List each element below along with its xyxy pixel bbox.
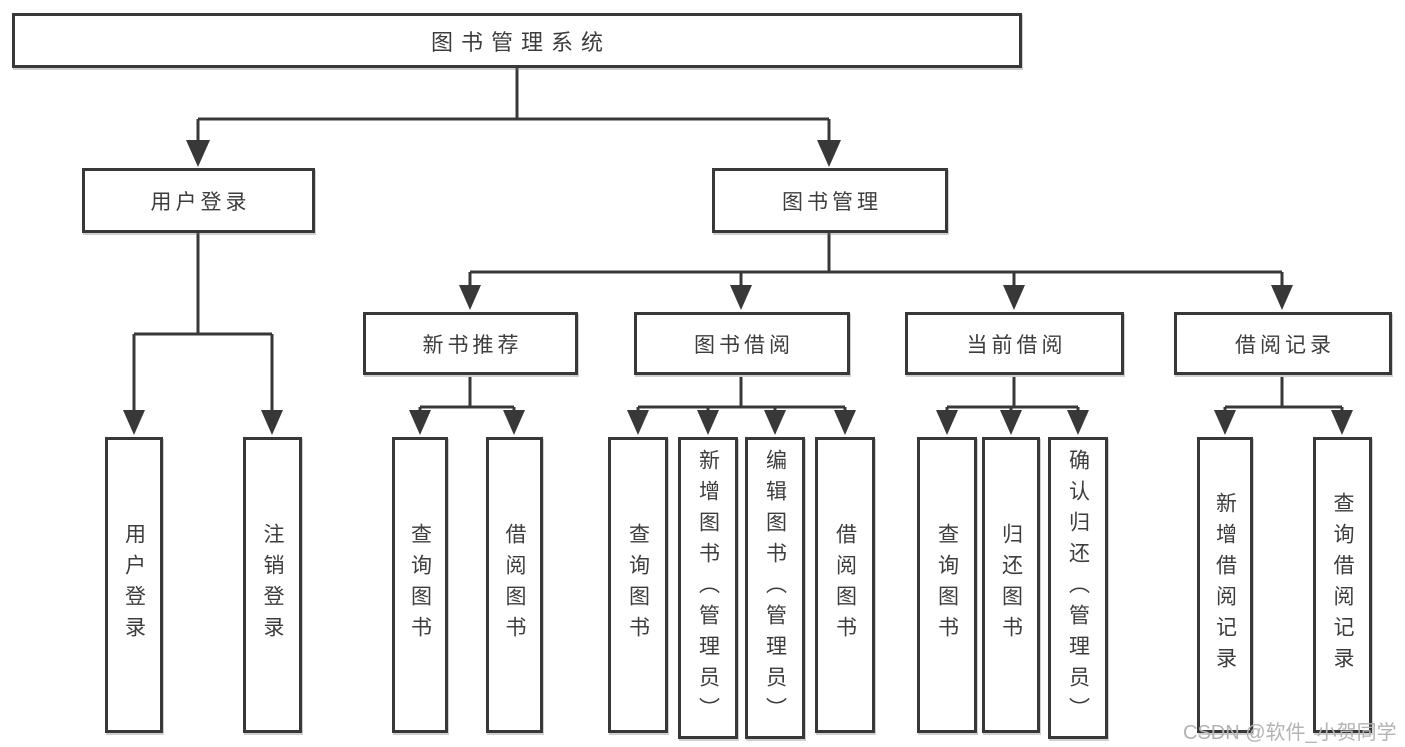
node-new-book-recommendation: 新书推荐	[363, 312, 578, 375]
leaf-confirm-return-admin: 确认归还（管理员）	[1048, 437, 1108, 739]
node-borrowing-records: 借阅记录	[1174, 312, 1392, 375]
leaf-query-books-recommend: 查询图书	[392, 437, 448, 733]
leaf-borrow-books-recommend: 借阅图书	[486, 437, 543, 733]
node-library-management-system: 图书管理系统	[12, 13, 1022, 68]
watermark: CSDN @软件_小贺同学	[1183, 722, 1397, 744]
leaf-query-borrowing-record: 查询借阅记录	[1313, 437, 1372, 733]
node-current-borrowing: 当前借阅	[905, 312, 1124, 375]
leaf-add-borrowing-record: 新增借阅记录	[1197, 437, 1253, 733]
node-book-management: 图书管理	[712, 168, 948, 233]
leaf-add-books-admin: 新增图书（管理员）	[678, 437, 738, 739]
leaf-borrow-books-borrowing: 借阅图书	[815, 437, 875, 733]
node-book-borrowing: 图书借阅	[634, 312, 850, 375]
arrowheads	[123, 140, 1353, 435]
leaf-return-books: 归还图书	[982, 437, 1040, 733]
leaf-query-books-borrowing: 查询图书	[608, 437, 668, 733]
leaf-edit-books-admin: 编辑图书（管理员）	[745, 437, 805, 739]
node-user-login: 用户登录	[82, 168, 315, 233]
leaf-logout: 注销登录	[243, 437, 302, 733]
leaf-user-login: 用户登录	[105, 437, 163, 733]
leaf-query-books-current: 查询图书	[917, 437, 977, 733]
